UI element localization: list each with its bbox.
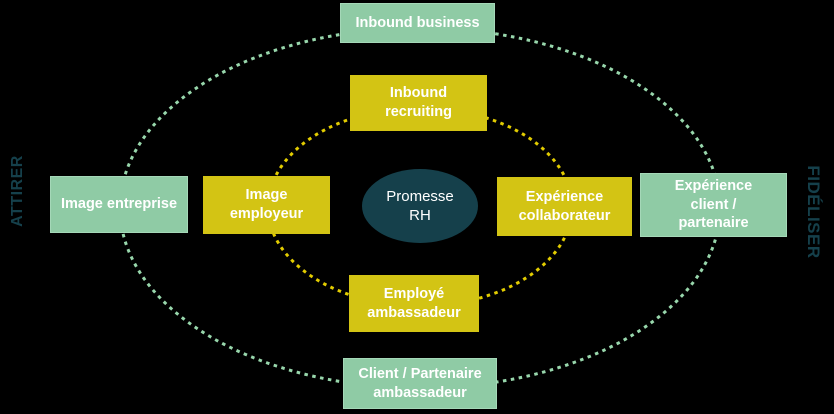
box-label-line: Client / Partenaire [358,365,482,382]
box-label-line: ambassadeur [373,384,467,401]
fideliser-axis-label: FIDÉLISER [804,165,823,259]
box-label-line: Image [245,187,288,204]
box-label-line: Employé [383,285,445,302]
box-experience-client-partenaire: Expérience client / partenaire [640,173,787,237]
box-inbound-recruiting: Inbound recruiting [350,75,487,131]
box-label-line: partenaire [678,215,749,232]
box-employe-ambassadeur: Employé ambassadeur [349,275,479,332]
box-experience-collaborateur: Expérience collaborateur [497,177,632,236]
box-label-line: recruiting [385,104,452,120]
promesse-rh-ellipse: Promesse RH [362,169,478,243]
box-image-entreprise: Image entreprise [50,176,188,233]
box-client-partenaire-ambassadeur: Client / Partenaire ambassadeur [343,358,497,409]
box-label-line: employeur [229,206,304,222]
box-label-line: client / [690,196,737,213]
box-label-line: Expérience [525,188,604,205]
box-label: Image entreprise [60,196,178,213]
box-image-employeur: Image employeur [203,176,330,234]
attirer-axis-label: ATTIRER [9,155,26,227]
center-label-line: RH [409,207,431,224]
box-label-line: ambassadeur [367,304,461,321]
box-inbound-business: Inbound business [340,3,495,43]
center-label-line: Promesse [386,187,454,205]
box-label-line: Inbound [389,85,448,102]
box-label-line: Expérience [674,177,753,194]
box-label: Inbound business [355,14,480,31]
box-label-line: collaborateur [518,207,611,224]
